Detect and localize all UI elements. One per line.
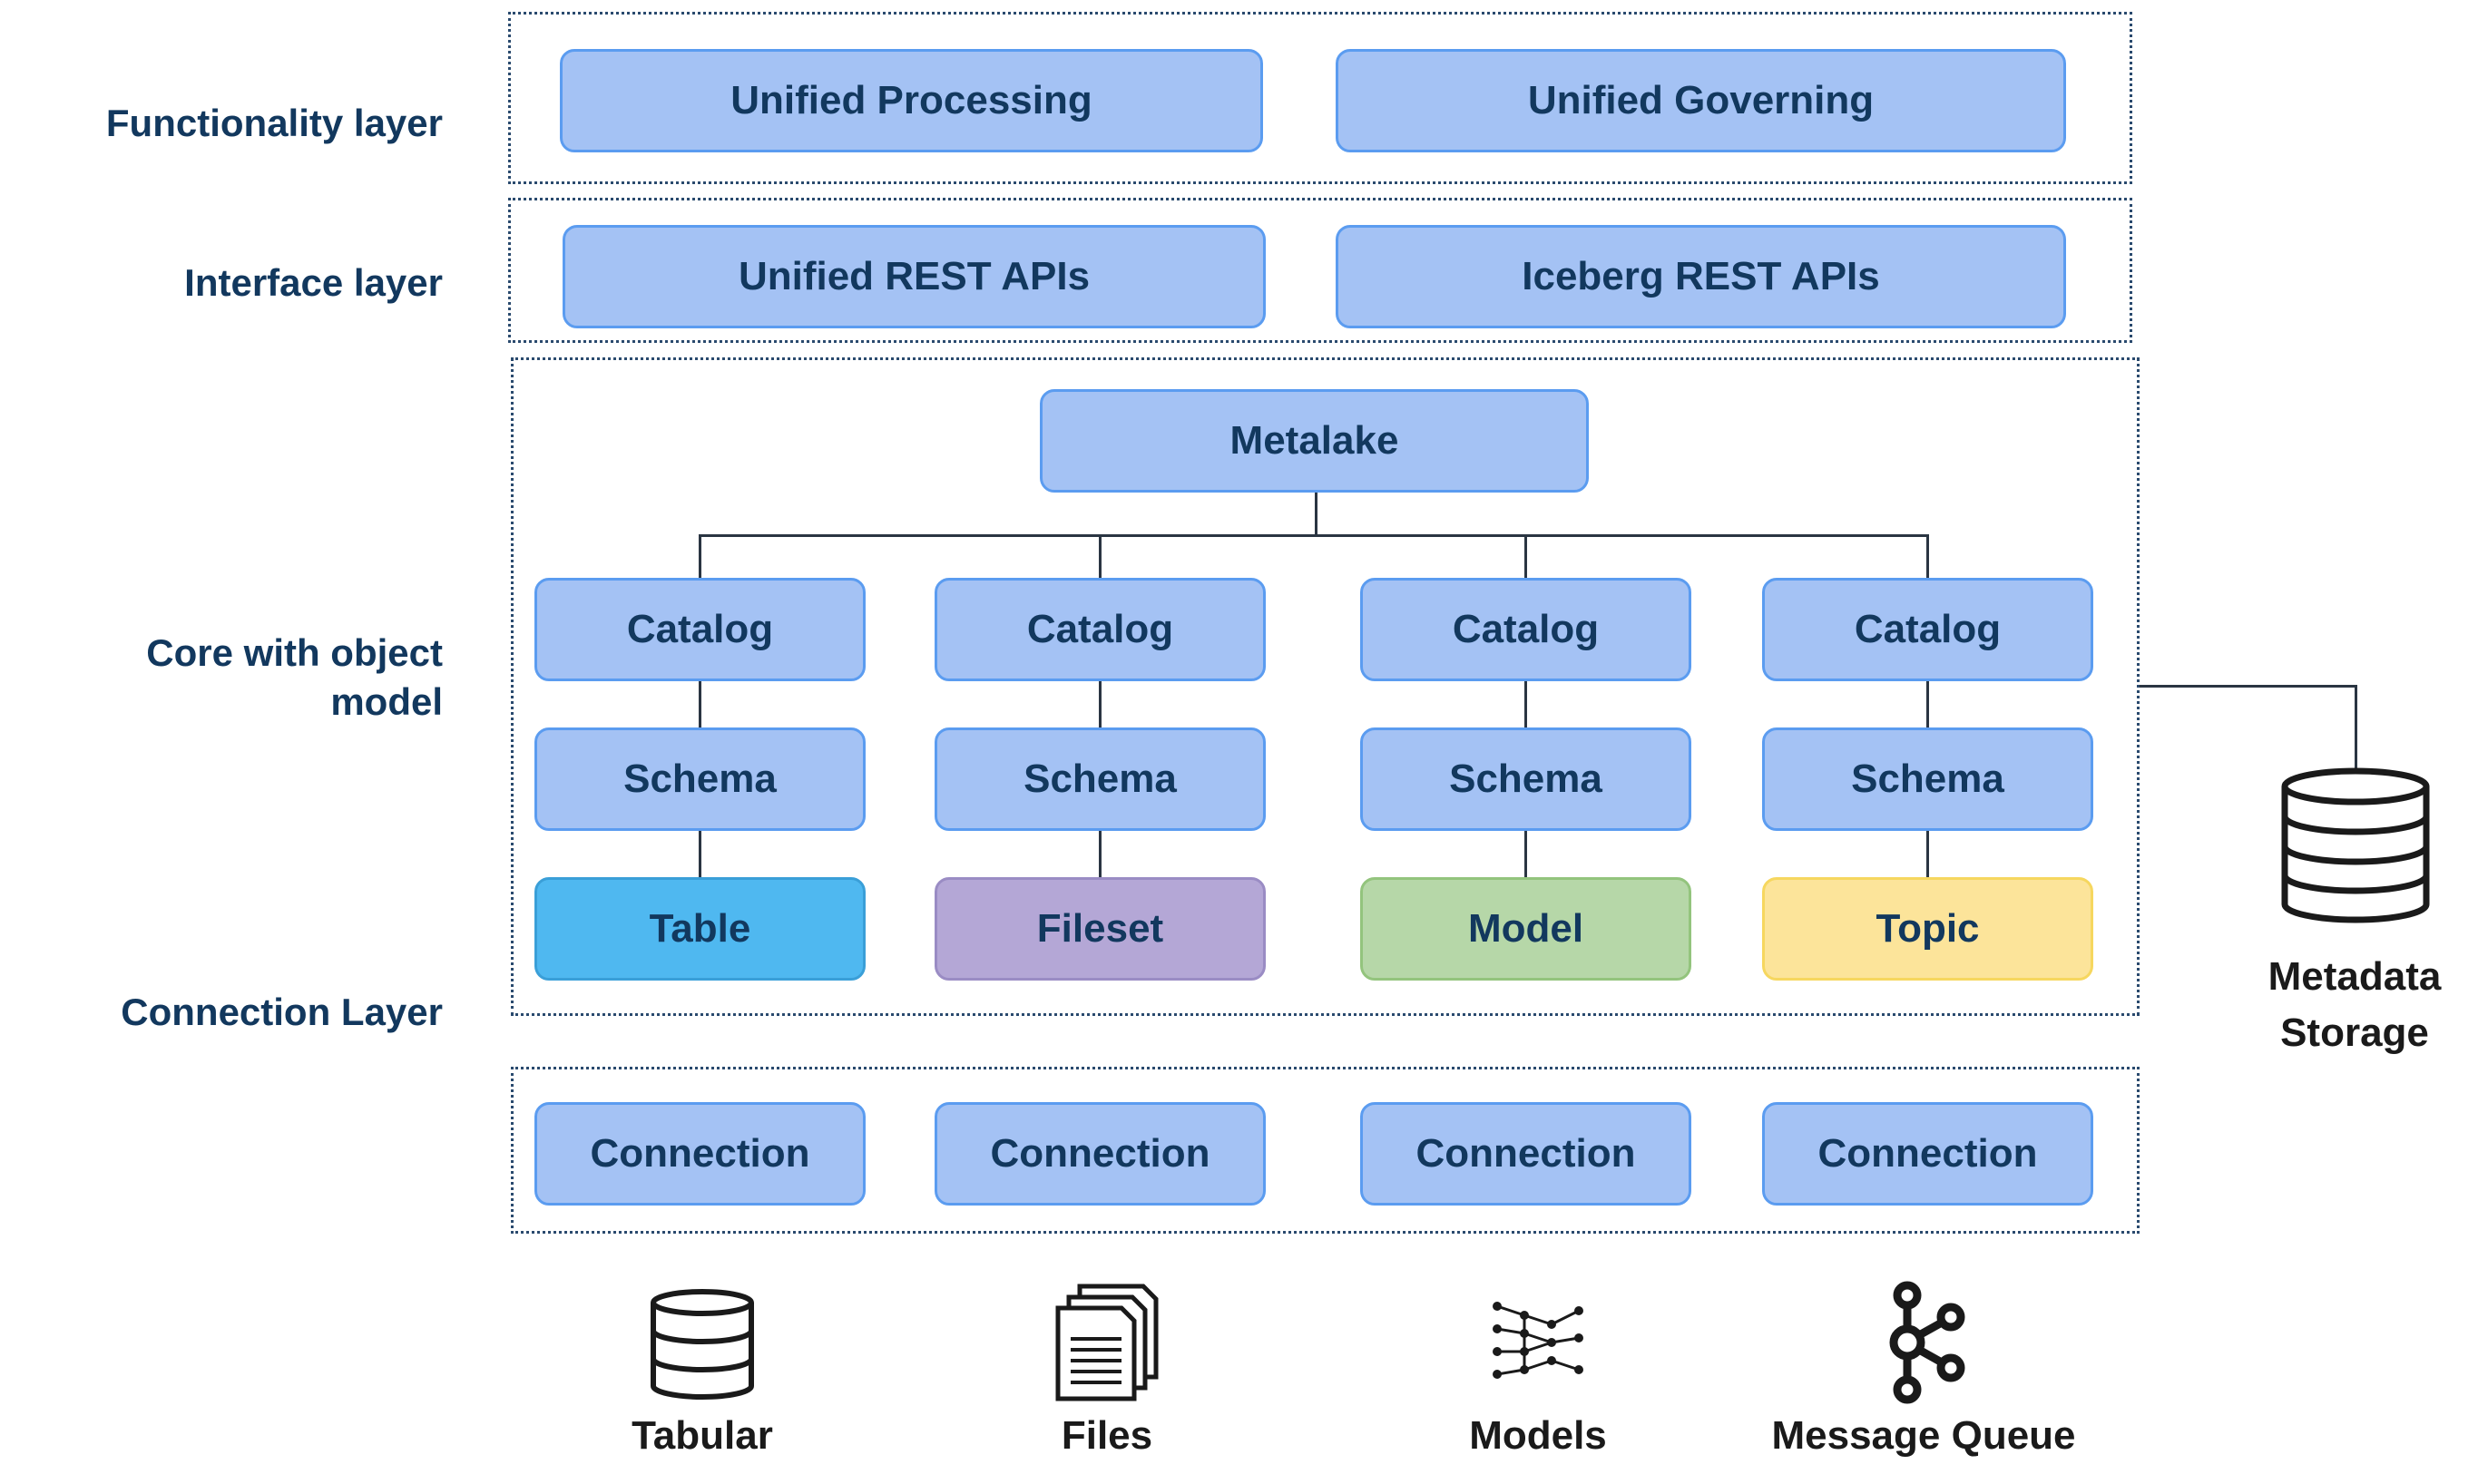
model-object-box: Model	[1360, 877, 1691, 981]
source-label-message-queue: Message Queue	[1771, 1413, 2076, 1458]
functionality-layer-label: Functionality layer	[105, 102, 443, 144]
iceberg-rest-apis-box: Iceberg REST APIs	[1336, 225, 2066, 328]
connection-box-2: Connection	[935, 1102, 1266, 1206]
files-icon	[1055, 1284, 1159, 1401]
connection-box-1: Connection	[534, 1102, 866, 1206]
catalog-box-3: Catalog	[1360, 578, 1691, 681]
topic-object-box: Topic	[1762, 877, 2093, 981]
catalog-drop-line-3	[1524, 534, 1527, 580]
core-layer-label-line1: Core with object	[146, 631, 443, 674]
interface-layer-label: Interface layer	[184, 261, 443, 304]
unified-governing-box: Unified Governing	[1336, 49, 2066, 152]
metadata-storage-label-line1: Metadata	[2267, 954, 2442, 999]
catalog-box-4: Catalog	[1762, 578, 2093, 681]
neural-network-icon	[1493, 1302, 1583, 1379]
unified-rest-apis-box: Unified REST APIs	[563, 225, 1266, 328]
metalake-box: Metalake	[1040, 389, 1589, 493]
table-object-box: Table	[534, 877, 866, 981]
catalog-schema-line-3	[1524, 680, 1527, 730]
catalog-drop-line-2	[1099, 534, 1102, 580]
metadata-storage-horizontal-line	[2140, 685, 2357, 688]
connection-layer-group	[511, 1067, 2140, 1234]
connection-box-3: Connection	[1360, 1102, 1691, 1206]
schema-object-line-2	[1099, 830, 1102, 880]
schema-box-1: Schema	[534, 727, 866, 831]
schema-box-4: Schema	[1762, 727, 2093, 831]
schema-object-line-1	[699, 830, 701, 880]
fileset-object-box: Fileset	[935, 877, 1266, 981]
core-layer-label-line2: model	[330, 680, 443, 723]
metadata-storage-vertical-line	[2355, 685, 2357, 771]
catalog-drop-line-1	[699, 534, 701, 580]
schema-box-3: Schema	[1360, 727, 1691, 831]
source-label-models: Models	[1469, 1413, 1607, 1458]
functionality-layer-group	[508, 12, 2132, 184]
source-label-tabular: Tabular	[632, 1413, 773, 1458]
catalog-box-2: Catalog	[935, 578, 1266, 681]
interface-layer-group	[508, 198, 2132, 343]
schema-box-2: Schema	[935, 727, 1266, 831]
catalog-schema-line-1	[699, 680, 701, 730]
schema-object-line-3	[1524, 830, 1527, 880]
source-label-files: Files	[1061, 1413, 1153, 1458]
core-layer-group	[511, 357, 2140, 1016]
unified-processing-box: Unified Processing	[560, 49, 1263, 152]
metalake-stem-line	[1315, 492, 1317, 537]
schema-object-line-4	[1926, 830, 1929, 880]
metadata-storage-database-icon	[2281, 767, 2430, 923]
metadata-storage-label-line2: Storage	[2280, 1010, 2429, 1055]
kafka-icon	[1889, 1281, 1965, 1404]
catalog-box-1: Catalog	[534, 578, 866, 681]
catalog-schema-line-4	[1926, 680, 1929, 730]
catalog-bus-line	[699, 534, 1929, 537]
catalog-drop-line-4	[1926, 534, 1929, 580]
tabular-database-icon	[651, 1289, 754, 1400]
catalog-schema-line-2	[1099, 680, 1102, 730]
connection-box-4: Connection	[1762, 1102, 2093, 1206]
connection-layer-label: Connection Layer	[121, 991, 443, 1033]
